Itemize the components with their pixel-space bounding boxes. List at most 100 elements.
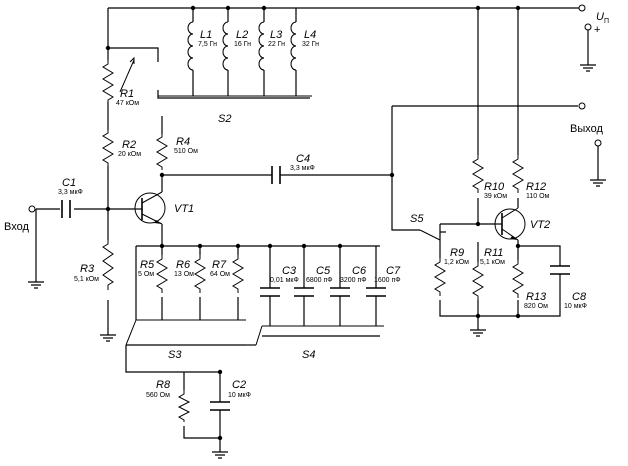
inductor-l2: [222, 21, 229, 71]
supply-plus-terminal: [584, 23, 592, 31]
resistor-r4: [156, 134, 168, 170]
r2-value: 20 кОм: [118, 151, 141, 158]
c1-value: 3,3 мкФ: [58, 189, 83, 196]
resistor-r8: [177, 390, 191, 422]
resistor-r12: [512, 155, 524, 193]
r9-ref: R9: [450, 247, 464, 259]
switch-s4: [255, 325, 263, 346]
switches: [125, 95, 441, 346]
r10-value: 39 кОм: [484, 193, 507, 200]
r13-value: 820 Ом: [524, 303, 548, 310]
switch-s5: [419, 229, 441, 241]
capacitor-c7: [366, 287, 386, 297]
r12-value: 110 Ом: [526, 193, 550, 200]
c5-value: 6800 пФ: [306, 277, 333, 284]
inductor-l4: [290, 21, 297, 71]
r8-ref: R8: [156, 379, 171, 391]
resistor-r5: [156, 255, 168, 293]
capacitor-c2: [210, 401, 230, 411]
capacitor-c4: [271, 166, 281, 184]
resistor-r13: [512, 260, 524, 298]
inductors: [187, 21, 297, 71]
capacitor-c8: [550, 265, 570, 275]
c4-value: 3,3 мкФ: [290, 165, 315, 172]
capacitor-c1: [61, 200, 71, 218]
resistor-r2: [102, 130, 114, 166]
c7-value: 1600 пФ: [374, 277, 401, 284]
c6-value: 3200 пФ: [340, 277, 367, 284]
r6-ref: R6: [176, 259, 191, 271]
transistor-vt2: [494, 207, 526, 241]
l4-ref: L4: [304, 29, 316, 41]
capacitor-c5: [294, 287, 314, 297]
r7-ref: R7: [212, 259, 227, 271]
resistor-r6: [194, 255, 206, 293]
wiring: [35, 7, 599, 452]
ground-icon: [580, 64, 596, 72]
c1-ref: C1: [62, 177, 76, 189]
r7-value: 64 Ом: [210, 271, 230, 278]
resistor-r10: [472, 155, 484, 193]
switch-s3: [125, 319, 137, 346]
r9-value: 1,2 кОм: [444, 259, 469, 266]
l2-ref: L2: [236, 29, 248, 41]
supply-label: U: [596, 11, 604, 23]
r13-ref: R13: [526, 291, 547, 303]
resistor-r7: [232, 255, 244, 293]
r1-wiper-arrow: [119, 59, 135, 93]
l3-value: 22 Гн: [268, 41, 285, 48]
l1-value: 7,5 Гн: [198, 41, 217, 48]
ground-icon: [212, 451, 228, 459]
c2-value: 10 мкФ: [228, 392, 251, 399]
c2-ref: C2: [232, 379, 246, 391]
ground-symbols: [28, 64, 606, 459]
r10-ref: R10: [484, 181, 505, 193]
supply-plus-label: +: [594, 24, 600, 36]
c3-value: 0,01 мкФ: [270, 277, 299, 284]
r3-ref: R3: [80, 263, 95, 275]
resistor-r1: [102, 60, 114, 104]
r5-ref: R5: [140, 259, 155, 271]
r11-ref: R11: [484, 247, 503, 259]
labels: U П + Вход Выход R1 47 кОм R2 20 кОм R3 …: [4, 11, 609, 399]
inductor-l1: [187, 21, 194, 71]
output-terminal: [578, 102, 586, 110]
c5-ref: C5: [316, 265, 331, 277]
resistors: [102, 56, 524, 422]
s4-label: S4: [302, 349, 315, 361]
c8-value: 10 мкФ: [564, 303, 587, 310]
c6-ref: C6: [352, 265, 367, 277]
r12-ref: R12: [526, 181, 546, 193]
output-label: Выход: [570, 123, 603, 135]
r1-wiper-head: [129, 56, 135, 64]
input-terminal: [28, 205, 36, 213]
r5-value: 5 Ом: [138, 271, 154, 278]
output-ground-terminal: [594, 139, 602, 147]
capacitor-c3: [260, 287, 280, 297]
c7-ref: C7: [386, 265, 401, 277]
resistor-r3: [102, 240, 114, 290]
l1-ref: L1: [200, 29, 212, 41]
c3-ref: C3: [282, 265, 297, 277]
r6-value: 13 Ом: [174, 271, 194, 278]
ground-icon: [100, 334, 116, 342]
ground-icon: [590, 179, 606, 187]
l2-value: 16 Гн: [234, 41, 251, 48]
junction-dots: [105, 5, 521, 441]
supply-terminal: [578, 4, 586, 12]
r11-value: 5,1 кОм: [480, 259, 505, 266]
capacitor-c6: [330, 287, 350, 297]
input-label: Вход: [4, 221, 29, 233]
l3-ref: L3: [270, 29, 283, 41]
r1-ref: R1: [120, 88, 134, 100]
ground-icon: [470, 329, 486, 337]
r3-value: 5,1 кОм: [74, 276, 99, 283]
r4-ref: R4: [176, 136, 190, 148]
c8-ref: C8: [572, 291, 587, 303]
s5-label: S5: [410, 213, 424, 225]
s3-label: S3: [168, 349, 182, 361]
r4-value: 510 Ом: [174, 148, 198, 155]
ground-icon: [28, 281, 44, 289]
c4-ref: C4: [296, 153, 310, 165]
